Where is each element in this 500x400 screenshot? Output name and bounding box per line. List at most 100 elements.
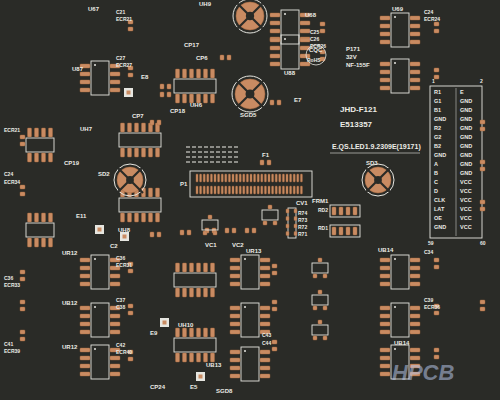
copper-pad [480,160,485,164]
copper-pad [128,123,132,132]
copper-pad [196,174,198,182]
copper-pad [254,174,256,182]
copper-pad [180,230,184,235]
copper-pad [121,213,125,222]
copper-pad [410,258,420,262]
silkscreen-label: E5 [190,384,197,390]
silkscreen-mark [198,161,202,163]
copper-pad [380,40,390,44]
copper-pad [254,186,256,194]
silkscreen-label: R71 [298,232,307,237]
copper-pad [204,69,208,78]
relief-gap [365,167,391,193]
copper-pad [300,186,302,194]
copper-pad [128,357,133,361]
copper-pad [270,37,280,41]
silkscreen-outline [330,205,360,217]
copper-pad [313,274,317,278]
silkscreen-label: C27 [116,56,125,61]
copper-pad [128,148,132,157]
silkscreen-outline [281,35,299,69]
copper-pad [80,274,90,278]
copper-pad [380,322,390,326]
silkscreen-mark [216,161,220,163]
copper-pad [211,328,215,337]
copper-pad [200,174,202,182]
pin1-dot [284,13,286,15]
copper-pad [323,336,327,340]
copper-pad [190,328,194,337]
silkscreen-label: E8 [141,74,148,80]
copper-pad [230,322,240,326]
silkscreen-mark [234,146,238,148]
copper-pad [260,306,270,310]
copper-pad [142,123,146,132]
copper-pad [277,100,281,105]
copper-pad [260,366,270,370]
copper-pad [190,353,194,362]
silkscreen-label: UH7 [80,126,92,132]
copper-pad [176,288,180,297]
copper-pad [135,123,139,132]
silkscreen-label: C42 [116,343,125,348]
copper-pad [294,209,297,213]
silkscreen-mark [222,161,226,163]
silkscreen-mark [198,151,202,153]
copper-pad [270,13,280,17]
silkscreen-label: UH6 [190,102,202,108]
copper-pad [318,290,322,294]
copper-pad [80,306,90,310]
copper-pad [480,307,485,311]
silkscreen-outline [241,303,259,337]
copper-pad [410,24,420,28]
silkscreen-outline [312,263,328,273]
silkscreen-outline [26,223,54,237]
mount-hole [246,12,254,20]
copper-pad [49,128,53,137]
copper-pad [230,314,240,318]
silkscreen-label: ECR21 [116,17,132,22]
silkscreen-outline [91,345,109,379]
copper-pad [204,328,208,337]
test-pad [123,235,127,239]
copper-pad [318,320,322,324]
silkscreen-label: P1 [180,181,187,187]
pin1-dot [94,64,96,66]
copper-pad [80,258,90,262]
copper-pad [225,174,227,182]
copper-pad [35,213,39,222]
copper-pad [282,186,284,194]
copper-pad [135,148,139,157]
copper-pad [434,348,439,352]
silkscreen-outline [330,225,360,237]
copper-pad [243,186,245,194]
copper-pad [230,330,240,334]
silkscreen-label: B [434,171,438,177]
silkscreen-outline [119,133,161,147]
silkscreen-label: E.QS.LED1.9.2309E(19171) [332,143,421,150]
silkscreen-label: VC1 [205,242,217,248]
copper-pad [142,148,146,157]
copper-pad [260,374,270,378]
copper-pad [183,69,187,78]
copper-pad [290,174,292,182]
copper-pad [214,186,216,194]
copper-pad [263,221,267,225]
silkscreen-label: NF-155F [346,62,370,68]
copper-pad [434,68,439,72]
silkscreen-label: VCC [460,180,472,186]
copper-pad [434,265,439,269]
copper-pad [380,16,390,20]
copper-pad [257,186,259,194]
copper-pad [279,186,281,194]
silkscreen-label: SD2 [98,171,110,177]
silkscreen-label: P171 [346,46,360,52]
copper-pad [246,186,248,194]
copper-pad [157,232,161,237]
silkscreen-mark [222,151,226,153]
copper-pad [110,72,120,76]
copper-pad [323,274,327,278]
copper-pad [480,120,485,124]
